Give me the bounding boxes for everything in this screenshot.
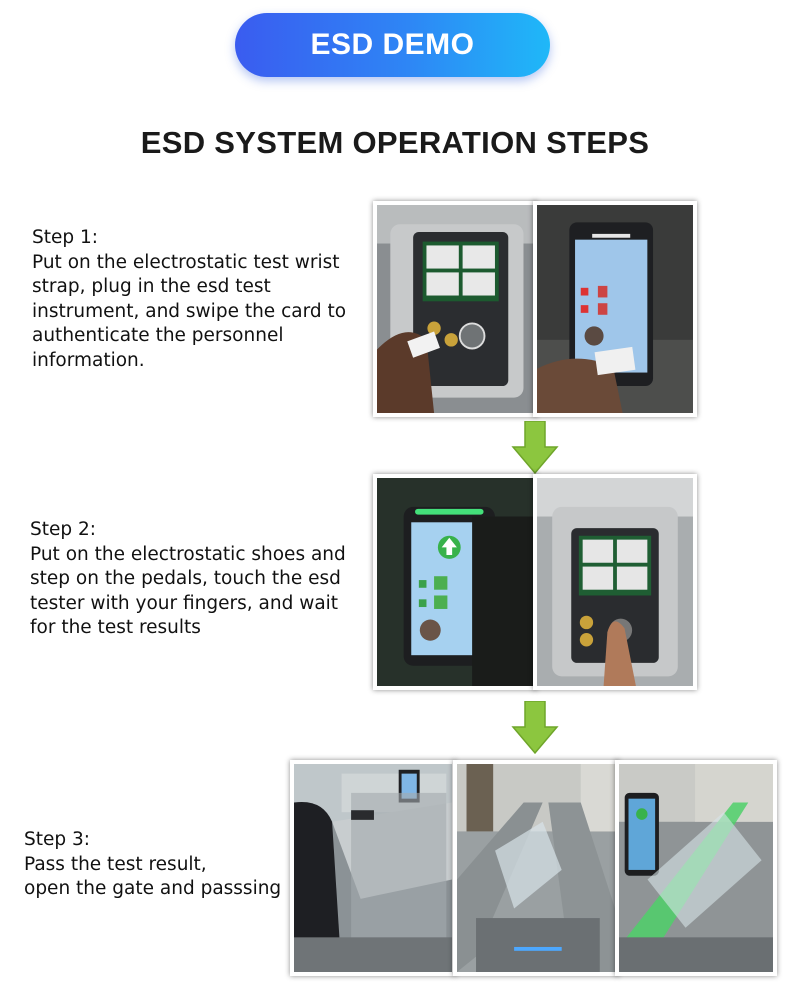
step-2-line: tester with your fingers, and wait <box>30 592 339 614</box>
step-1-line: authenticate the personnel <box>32 325 284 346</box>
step-2-line: Put on the electrostatic shoes and <box>30 543 346 565</box>
step-3-title: Step 3: <box>24 829 91 850</box>
step-1-line: strap, plug in the esd test <box>32 276 271 297</box>
step-3-photo-person-at-gate <box>290 760 456 976</box>
step-2-photo-finger-touch <box>533 474 697 690</box>
step-2-text: Step 2: Put on the electrostatic shoes a… <box>30 518 346 641</box>
step-1-line: Put on the electrostatic test wrist <box>32 251 340 273</box>
step-2-photo-pass-screen <box>373 474 537 690</box>
step-1-line: instrument, and swipe the card to <box>32 300 347 322</box>
banner-label: ESD DEMO <box>310 28 475 61</box>
step-2-line: for the test results <box>30 617 201 638</box>
step-1-line: information. <box>32 349 145 371</box>
esd-demo-banner: ESD DEMO <box>235 13 550 77</box>
step-3-photo-green-light-gate <box>615 760 777 976</box>
step-2-line: step on the pedals, touch the esd <box>30 568 341 589</box>
step-1-title: Step 1: <box>32 227 99 248</box>
down-arrow-icon <box>511 701 559 755</box>
step-3-photo-gate-open <box>453 760 619 976</box>
step-1-text: Step 1: Put on the electrostatic test wr… <box>32 226 346 373</box>
step-2-title: Step 2: <box>30 519 97 540</box>
step-3-text: Step 3: Pass the test result, open the g… <box>24 828 281 902</box>
step-1-photo-tester-card-swipe <box>373 201 537 417</box>
step-3-line: open the gate and passsing <box>24 878 282 899</box>
page-title: ESD SYSTEM OPERATION STEPS <box>140 125 650 160</box>
step-1-photo-face-terminal <box>533 201 697 417</box>
down-arrow-icon <box>511 421 559 475</box>
step-3-line: Pass the test result, <box>24 853 207 875</box>
